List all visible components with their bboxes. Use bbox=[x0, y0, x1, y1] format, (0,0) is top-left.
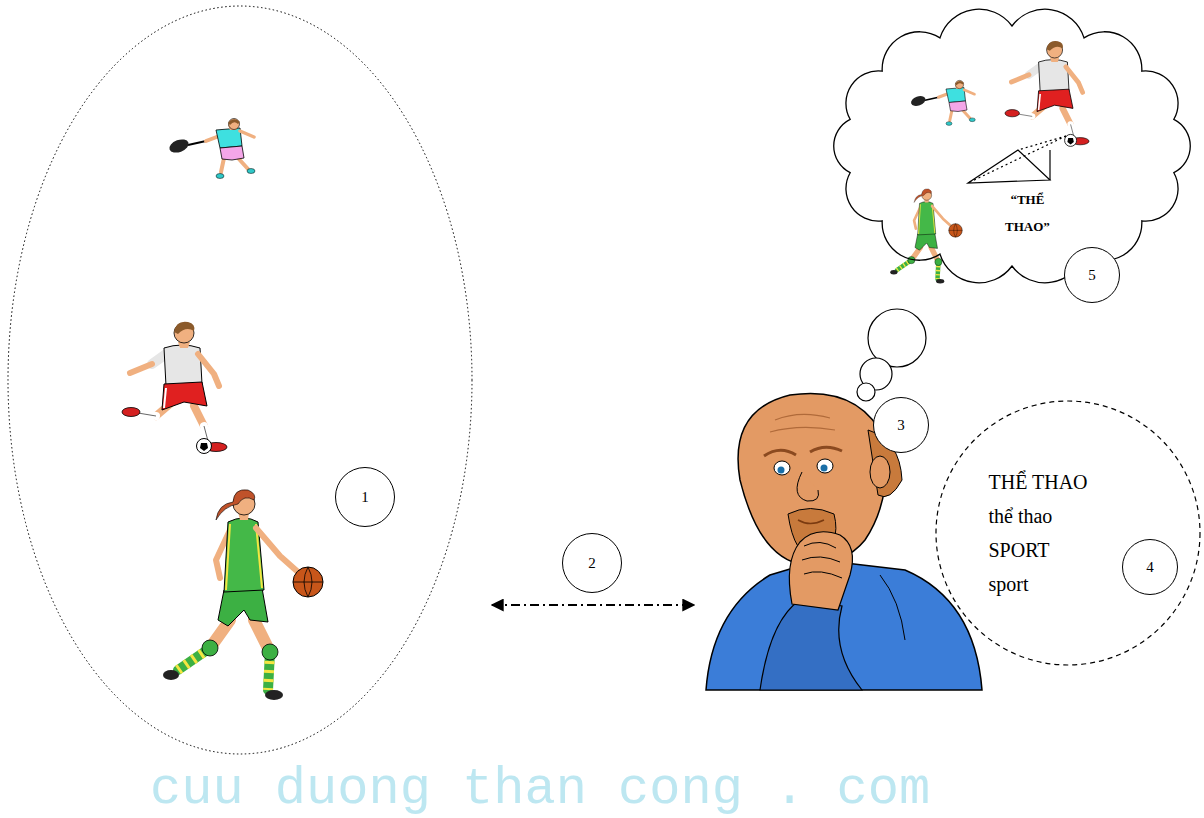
double-arrow bbox=[492, 604, 694, 606]
thought-label: “THỂ THAO” bbox=[1005, 186, 1050, 240]
term-ellipse-outline bbox=[935, 400, 1201, 666]
concept-triangle bbox=[968, 150, 1050, 183]
tennis-player bbox=[910, 80, 976, 125]
thought-cloud: “THỂ THAO” bbox=[820, 0, 1204, 292]
text-holder: THỂ THAOthể thaoSPORTsport bbox=[988, 465, 1087, 601]
term-text: sport bbox=[988, 567, 1087, 601]
concept-triangle bbox=[1049, 150, 1050, 180]
thinking-man bbox=[760, 600, 862, 690]
tennis-player bbox=[168, 119, 255, 179]
term-text: THỂ THAO bbox=[988, 465, 1087, 499]
thought-cloud-outline bbox=[820, 0, 1204, 292]
callout-number: 4 bbox=[1122, 539, 1178, 595]
thinking-man bbox=[798, 520, 824, 524]
dashed-ellipse bbox=[936, 401, 1200, 665]
basketball-player bbox=[163, 490, 323, 700]
thinking-man bbox=[821, 465, 828, 472]
thinking-man bbox=[764, 447, 842, 456]
watermark: cuu duong than cong . com bbox=[150, 760, 930, 818]
thinking-man bbox=[778, 467, 785, 474]
referent-ellipse bbox=[8, 6, 472, 754]
thinking-man bbox=[770, 414, 835, 432]
thought-bubbles bbox=[857, 383, 875, 401]
thinking-man bbox=[774, 461, 790, 475]
thinking-man bbox=[870, 456, 890, 488]
thinking-man bbox=[797, 472, 818, 501]
thinking-man bbox=[706, 393, 982, 690]
cloud-shape bbox=[834, 9, 1191, 283]
thinking-man bbox=[789, 532, 852, 610]
thinking-man bbox=[817, 459, 833, 473]
term-text: thể thao bbox=[988, 499, 1087, 533]
thinking-man bbox=[880, 575, 905, 640]
callout-number: 1 bbox=[335, 467, 395, 527]
basketball-player bbox=[890, 189, 962, 284]
callout-number: 2 bbox=[562, 533, 622, 593]
thinking-man bbox=[802, 542, 842, 578]
concept-triangle bbox=[1018, 136, 1066, 150]
term-ellipse: THỂ THAOthể thaoSPORTsport bbox=[935, 400, 1201, 666]
soccer-player bbox=[122, 322, 227, 454]
term-text: SPORT bbox=[988, 533, 1087, 567]
text-holder: “THỂ THAO” bbox=[1005, 186, 1050, 240]
soccer-player bbox=[1005, 41, 1089, 146]
callout-number: 5 bbox=[1064, 247, 1120, 303]
thought-bubbles bbox=[857, 309, 926, 401]
concept-triangle bbox=[968, 136, 1066, 183]
callout-number: 3 bbox=[873, 397, 929, 453]
concept-triangle bbox=[968, 136, 1066, 183]
